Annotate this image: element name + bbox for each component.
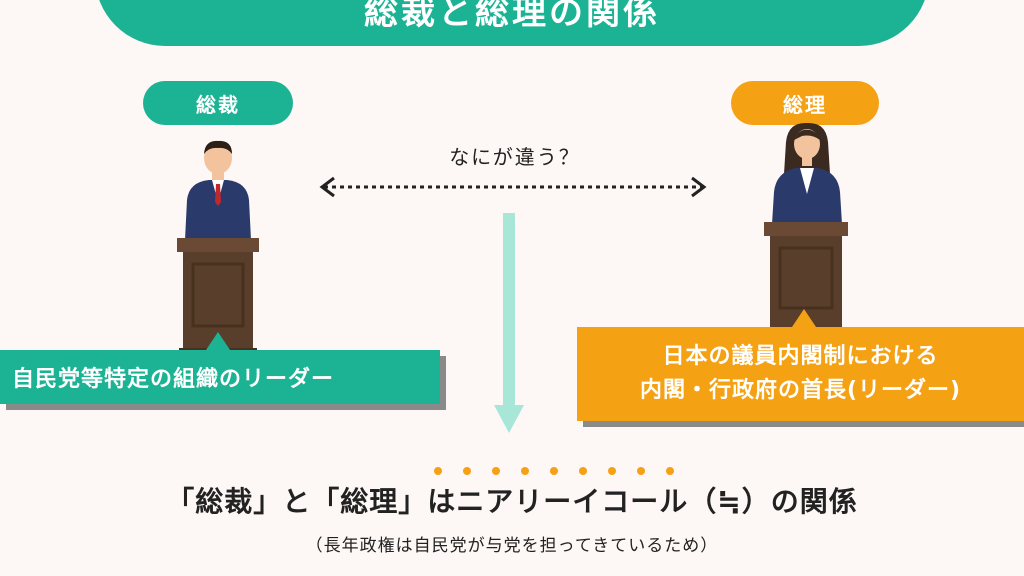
souri-description: 日本の議員内閣制における 内閣・行政府の首長(リーダー) [577,327,1024,421]
comparison-arrow-icon [319,176,707,198]
souri-description-line2: 内閣・行政府の首長(リーダー) [639,378,962,403]
woman-at-podium-icon [764,122,848,335]
man-at-podium-icon [177,140,259,355]
sousai-description-text: 自民党等特定の組織のリーダー [12,367,335,392]
down-arrow-icon [494,213,524,433]
conclusion-text: 「総裁」と「総理」はニアリーイコール（≒）の関係 [166,485,858,518]
conclusion-note: （長年政権は自民党が与党を担ってきているため） [305,536,719,556]
souri-description-line1: 日本の議員内閣制における [662,344,939,369]
sousai-label: 総裁 [143,81,293,125]
page-title: 総裁と総理の関係 [364,0,660,33]
right-callout-pointer [792,309,816,327]
question-text: なにが違う？ [449,145,581,169]
sousai-description: 自民党等特定の組織のリーダー [0,350,440,404]
left-callout-pointer [206,332,230,350]
title-banner: 総裁と総理の関係 [95,0,929,46]
souri-label: 総理 [731,81,879,125]
